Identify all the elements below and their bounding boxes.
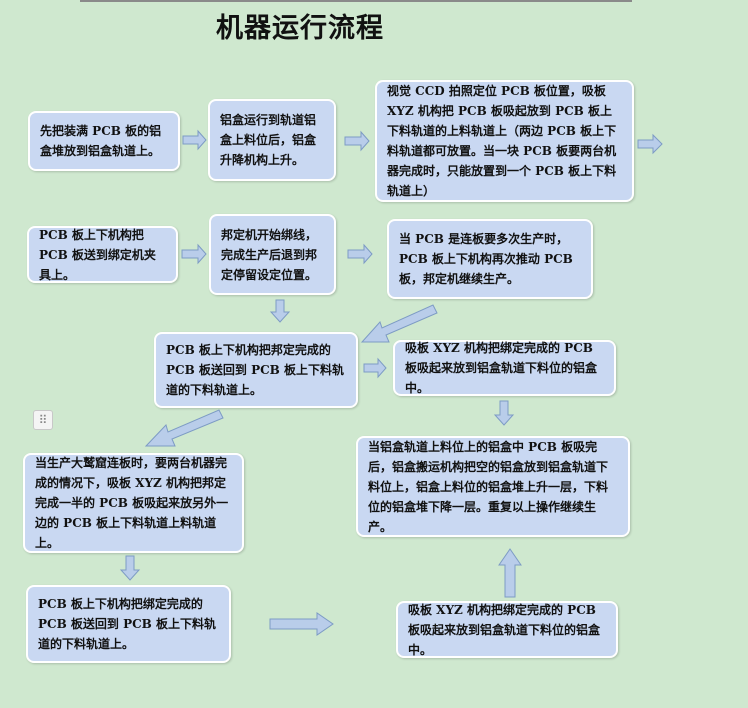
step-box-2: 铝盒运行到轨道铝盒上料位后，铝盒升降机构上升。 <box>208 99 336 181</box>
arrow-right-2 <box>344 130 370 152</box>
arrow-diag-1 <box>360 304 438 343</box>
arrow-up-1 <box>498 548 522 598</box>
top-rule <box>80 0 632 2</box>
arrow-right-3 <box>637 133 663 155</box>
page-title: 机器运行流程 <box>216 13 384 44</box>
step-box-3: 视觉 CCD 拍照定位 PCB 板位置，吸板 XYZ 机构把 PCB 板吸起放到… <box>375 80 634 202</box>
arrow-right-7 <box>269 612 334 636</box>
arrow-right-1 <box>182 129 207 151</box>
step-box-6: 当 PCB 是连板要多次生产时，PCB 板上下机构再次推动 PCB 板，邦定机继… <box>387 219 593 299</box>
arrow-down-3 <box>119 555 141 581</box>
step-box-5: 邦定机开始绑线，完成生产后退到邦定停留设定位置。 <box>209 214 336 295</box>
arrow-right-5 <box>347 243 373 265</box>
step-box-1: 先把装满 PCB 板的铝盒堆放到铝盒轨道上。 <box>28 111 180 171</box>
arrow-right-6 <box>363 357 387 379</box>
step-box-11: PCB 板上下机构把绑定完成的 PCB 板送回到 PCB 板上下料轨道的下料轨道… <box>26 585 231 663</box>
arrow-right-4 <box>181 243 207 265</box>
step-box-7: PCB 板上下机构把邦定完成的 PCB 板送回到 PCB 板上下料轨道的下料轨道… <box>154 332 358 408</box>
step-box-12: 吸板 XYZ 机构把绑定完成的 PCB 板吸起来放到铝盒轨道下料位的铝盒中。 <box>396 601 618 658</box>
arrow-down-1 <box>269 299 291 323</box>
step-box-9: 当生产大鹫窟连板时，要两台机器完成的情况下，吸板 XYZ 机构把邦定完成一半的 … <box>23 453 244 553</box>
step-box-8: 吸板 XYZ 机构把绑定完成的 PCB 板吸起来放到铝盒轨道下料位的铝盒中。 <box>393 340 616 396</box>
step-box-10: 当铝盒轨道上料位上的铝盒中 PCB 板吸完后，铝盒搬运机构把空的铝盒放到铝盒轨道… <box>356 436 630 537</box>
arrow-down-2 <box>493 400 515 426</box>
drag-handle-icon[interactable]: ⠿ <box>33 410 53 430</box>
arrow-diag-2 <box>144 409 224 447</box>
step-box-4: PCB 板上下机构把 PCB 板送到绑定机夹具上。 <box>27 226 178 283</box>
